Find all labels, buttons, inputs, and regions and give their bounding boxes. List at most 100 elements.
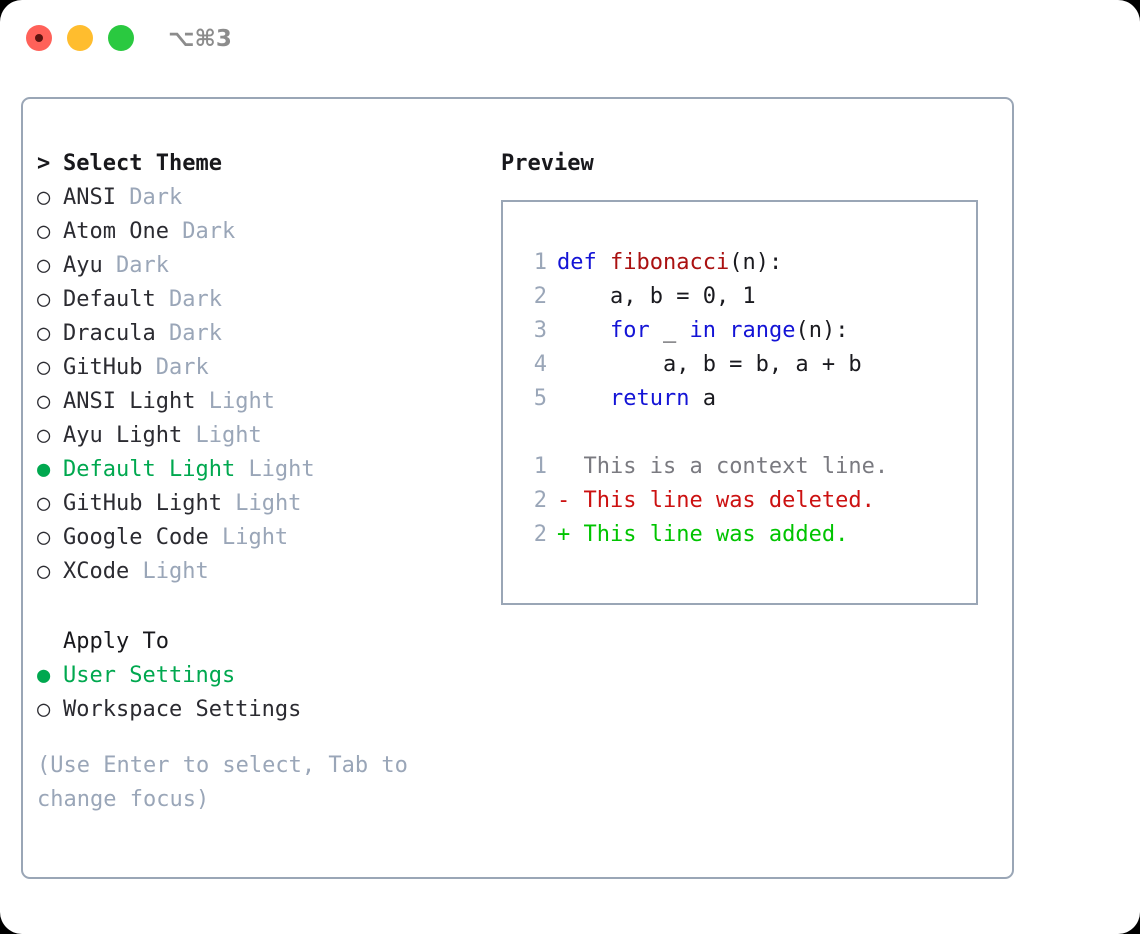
code-token [716,318,729,343]
apply-to-workspace-settings[interactable]: ○ Workspace Settings [37,693,487,727]
theme-option-dracula-dark[interactable]: ○ Dracula Dark [37,317,487,351]
radio-unselected-icon[interactable]: ○ [37,219,51,244]
code-line: 4 a, b = b, a + b [517,348,888,382]
theme-name: GitHub [63,355,143,380]
theme-option-ansi-dark[interactable]: ○ ANSI Dark [37,181,487,215]
minimize-button[interactable] [67,25,93,51]
select-theme-label: Select Theme [63,151,222,176]
diff-sign [557,454,570,479]
main-panel: > Select Theme ○ ANSI Dark ○ Atom One Da… [21,97,1014,879]
code-token: in [689,318,716,343]
theme-option-default-light[interactable]: ● Default Light Light [37,453,487,487]
traffic-light-group [26,25,134,51]
theme-option-atom-one-dark[interactable]: ○ Atom One Dark [37,215,487,249]
preview-code: 1 def fibonacci(n): 2 a, b = 0, 1 3 for … [517,246,888,552]
line-number: 3 [533,318,547,343]
code-line: 3 for _ in range(n): [517,314,888,348]
line-number: 4 [533,352,547,377]
line-number: 5 [533,386,547,411]
radio-unselected-icon[interactable]: ○ [37,185,51,210]
preview-column: Preview 1 def fibonacci(n): 2 a, b = 0, … [501,147,996,605]
radio-unselected-icon[interactable]: ○ [37,389,51,414]
theme-option-github-dark[interactable]: ○ GitHub Dark [37,351,487,385]
theme-variant: Light [235,491,302,516]
radio-selected-icon[interactable]: ● [37,663,51,688]
theme-option-ayu-dark[interactable]: ○ Ayu Dark [37,249,487,283]
code-token: (n): [729,250,783,275]
theme-option-xcode[interactable]: ○ XCode Light [37,555,487,589]
code-token: fibonacci [609,250,730,275]
code-token: (n): [795,318,849,343]
radio-unselected-icon[interactable]: ○ [37,253,51,278]
blank-marker [37,625,63,659]
theme-variant: Dark [168,287,222,312]
caret-icon: > [37,151,51,176]
theme-option-github-light[interactable]: ○ GitHub Light Light [37,487,487,521]
theme-name: ANSI [63,185,116,210]
code-token: for [609,318,650,343]
code-token: range [729,318,796,343]
diff-sign: + [557,522,571,547]
radio-unselected-icon[interactable]: ○ [37,491,51,516]
select-theme-header: > Select Theme [37,147,487,181]
close-button[interactable] [26,25,52,51]
theme-option-google-code[interactable]: ○ Google Code Light [37,521,487,555]
code-blank-line [517,416,888,450]
theme-name: Default Light [63,457,236,482]
apply-to-header: Apply To [37,625,487,659]
theme-option-ayu-light[interactable]: ○ Ayu Light Light [37,419,487,453]
code-token [557,318,610,343]
title-bar: ⌥⌘3 [0,0,1140,78]
apply-to-label: Apply To [63,629,169,654]
theme-name: Ayu [63,253,103,278]
radio-unselected-icon[interactable]: ○ [37,355,51,380]
theme-name: Atom One [63,219,169,244]
code-token: def [557,250,610,275]
preview-title: Preview [501,151,594,176]
theme-variant: Dark [155,355,209,380]
radio-unselected-icon[interactable]: ○ [37,287,51,312]
theme-name: GitHub Light [63,491,222,516]
diff-sign: - [557,488,571,513]
radio-unselected-icon[interactable]: ○ [37,697,51,722]
maximize-button[interactable] [108,25,134,51]
radio-selected-icon[interactable]: ● [37,457,51,482]
theme-variant: Light [248,457,315,482]
theme-selection-column: > Select Theme ○ ANSI Dark ○ Atom One Da… [37,147,487,817]
keyboard-hint-text: (Use Enter to select, Tab to change focu… [37,753,422,812]
code-token: a, b = 0, 1 [557,284,756,309]
diff-text: This is a context line. [570,454,889,479]
radio-unselected-icon[interactable]: ○ [37,321,51,346]
code-line: 5 return a [517,382,888,416]
line-number: 2 [533,284,547,309]
theme-name: Default [63,287,156,312]
section-spacer [37,589,487,625]
theme-variant: Dark [168,321,222,346]
theme-name: Dracula [63,321,156,346]
code-token: a [689,386,716,411]
diff-line-added: 2 + This line was added. [517,518,888,552]
diff-text: This line was deleted. [570,488,875,513]
code-line: 2 a, b = 0, 1 [517,280,888,314]
preview-box: 1 def fibonacci(n): 2 a, b = 0, 1 3 for … [501,200,978,605]
theme-variant: Light [208,389,275,414]
line-number: 2 [533,522,547,547]
theme-variant: Light [221,525,289,550]
theme-option-default-dark[interactable]: ○ Default Dark [37,283,487,317]
apply-to-user-settings[interactable]: ● User Settings [37,659,487,693]
theme-option-ansi-light[interactable]: ○ ANSI Light Light [37,385,487,419]
radio-unselected-icon[interactable]: ○ [37,423,51,448]
window-shortcut-title: ⌥⌘3 [168,26,232,52]
theme-name: XCode [63,559,130,584]
apply-to-option-label: User Settings [63,663,236,688]
theme-name: ANSI Light [63,389,196,414]
radio-unselected-icon[interactable]: ○ [37,525,51,550]
diff-line-deleted: 2 - This line was deleted. [517,484,888,518]
theme-name: Ayu Light [63,423,183,448]
diff-line-context: 1 This is a context line. [517,450,888,484]
line-number: 1 [533,454,547,479]
radio-unselected-icon[interactable]: ○ [37,559,51,584]
theme-variant: Light [142,559,209,584]
code-line: 1 def fibonacci(n): [517,246,888,280]
